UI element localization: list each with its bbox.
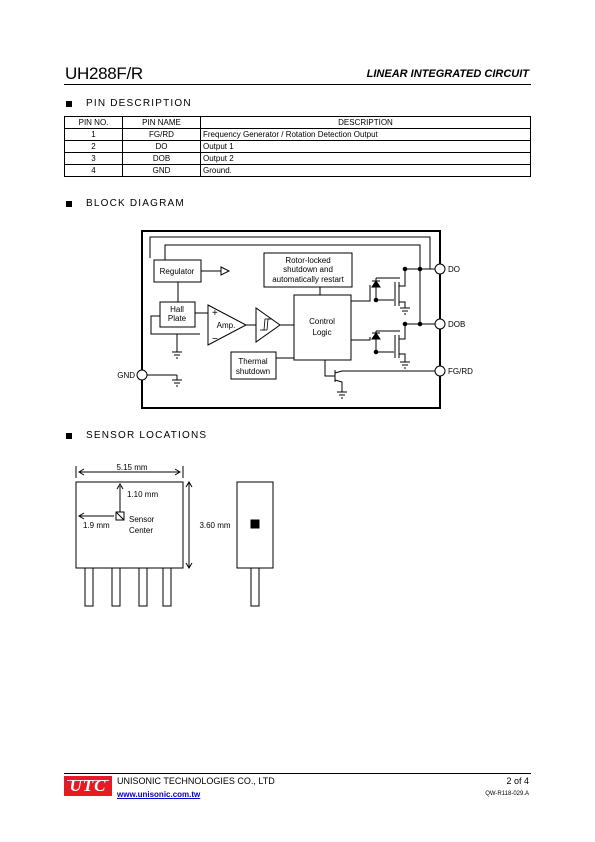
sensor-drawing (75, 466, 274, 607)
side-lead (250, 567, 260, 607)
left-dimension-label: 1.9 mm (83, 521, 110, 530)
hysteresis-icon (260, 318, 270, 331)
regulator-label: Regulator (160, 267, 195, 276)
document-category: LINEAR INTEGRATED CIRCUIT (366, 68, 529, 80)
block-diagram-labels: Regulator Hall Plate + − Amp. Rotor-lock… (117, 256, 473, 380)
driver2-gate-wire (351, 337, 371, 341)
sensor-label-line2: Center (129, 526, 153, 535)
rotor-label-line2: shutdown and (283, 265, 333, 274)
table-row: 4 GND Ground. (64, 164, 531, 177)
control-logic-block (293, 294, 352, 361)
pin-description-heading: PIN DESCRIPTION (66, 98, 192, 109)
package-lead (84, 567, 94, 607)
height-dimension-label: 3.60 mm (199, 521, 230, 530)
square-bullet-icon (66, 432, 72, 439)
utc-logo: UTC (64, 776, 112, 796)
side-sensor-marker (250, 519, 260, 529)
rotor-locked-block (263, 252, 353, 288)
do-pin-icon (434, 263, 446, 275)
website-link[interactable]: www.unisonic.com.tw (117, 790, 201, 799)
package-front-body (75, 481, 184, 569)
hall-label-line2: Plate (168, 314, 187, 323)
header-divider (64, 84, 531, 85)
hall-label-line1: Hall (170, 305, 184, 314)
amp-minus-sign: − (212, 334, 218, 345)
amp-label: Amp. (217, 321, 236, 330)
supply-bus-wire (149, 236, 431, 269)
square-bullet-icon (66, 100, 72, 107)
bus-wire (164, 244, 421, 324)
pin-description-table: PIN NO. PIN NAME DESCRIPTION 1 FG/RD Fre… (64, 116, 531, 177)
sensor-label-line1: Sensor (129, 515, 155, 524)
junction-dot (417, 266, 423, 272)
document-code: QW-R118-029.A (485, 791, 529, 797)
zener-diode-icon (371, 332, 381, 340)
page-number: 2 of 4 (506, 776, 529, 786)
sensor-center-marker (115, 511, 125, 521)
package-lead (162, 567, 172, 607)
sensor-labels: 5.15 mm 1.10 mm 1.9 mm Sensor Center 3.6… (83, 463, 231, 535)
company-name: UNISONIC TECHNOLOGIES CO., LTD (117, 776, 275, 786)
amp-plus-sign: + (212, 308, 218, 319)
part-number: UH288F/R (65, 64, 143, 83)
package-lead (111, 567, 121, 607)
hall-loop-wire (150, 315, 200, 335)
control-logic-label-line2: Logic (312, 328, 331, 337)
pin-description-cell: Ground. (200, 164, 531, 177)
regulator-arrow-icon (220, 266, 231, 276)
driver1-gate-wire (351, 285, 371, 302)
table-row: 3 DOB Output 2 (64, 152, 531, 165)
rotor-label-line1: Rotor-locked (285, 256, 330, 265)
dob-pin-icon (434, 318, 446, 330)
control-logic-label-line1: Control (309, 317, 335, 326)
fgrd-pin-icon (434, 365, 446, 377)
gnd-pin-icon (136, 369, 148, 381)
dob-pin-label: DOB (448, 320, 465, 329)
width-dimension-label: 5.15 mm (116, 463, 147, 472)
footer-divider (64, 773, 531, 774)
gnd-pin-label: GND (117, 371, 135, 380)
rotor-label-line3: automatically restart (272, 275, 344, 284)
pin-description-title: PIN DESCRIPTION (86, 98, 192, 109)
block-diagram-title: BLOCK DIAGRAM (86, 198, 185, 209)
amplifier-triangle (207, 304, 248, 346)
hall-plate-block (159, 301, 196, 328)
package-lead (138, 567, 148, 607)
thermal-label-line1: Thermal (238, 357, 268, 366)
square-bullet-icon (66, 200, 72, 207)
sensor-locations-title: SENSOR LOCATIONS (86, 430, 208, 441)
top-dimension-label: 1.10 mm (127, 490, 158, 499)
fgrd-pin-label: FG/RD (448, 367, 473, 376)
thermal-shutdown-block (230, 351, 277, 380)
thermal-label-line2: shutdown (236, 367, 270, 376)
schmitt-trigger-icon (255, 307, 281, 343)
block-diagram (136, 230, 446, 409)
zener-diode-icon (371, 280, 381, 288)
table-row: 2 DO Output 1 (64, 140, 531, 153)
block-diagram-heading: BLOCK DIAGRAM (66, 198, 185, 209)
fg-drive-wire (324, 360, 335, 377)
fg-output-wire (334, 370, 435, 374)
do-pin-label: DO (448, 265, 460, 274)
sensor-locations-heading: SENSOR LOCATIONS (66, 430, 207, 441)
